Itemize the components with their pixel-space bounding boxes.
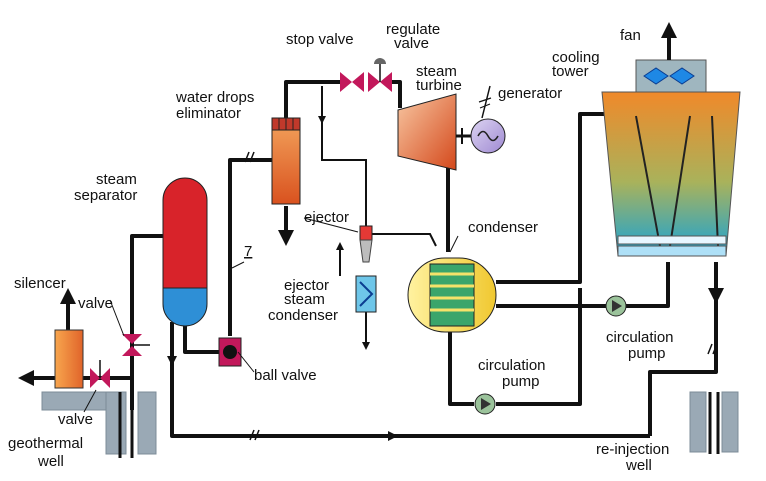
label-cooling-tower-2: tower	[552, 63, 589, 80]
generator	[456, 85, 506, 154]
label-regulate-valve-2: valve	[394, 35, 429, 52]
label-cooling-tower-1: cooling	[552, 49, 600, 66]
ball-valve	[218, 337, 242, 367]
label-regulate-valve-1: regulate	[386, 21, 440, 38]
label-circulation-pump-bottom-1: circulation	[478, 357, 546, 374]
label-circulation-pump-right-2: pump	[628, 345, 666, 362]
ejector-steam-condenser	[355, 275, 377, 313]
label-steam-turbine-2: turbine	[416, 77, 462, 94]
label-geothermal-well-2: well	[37, 453, 64, 470]
labels: stop valve regulate valve steam turbine …	[8, 21, 674, 474]
label-ejector-steam-condenser-3: condenser	[268, 307, 338, 324]
pipe-break-marks	[244, 151, 718, 441]
flow-arrows	[167, 356, 398, 441]
circulation-pump-bottom	[474, 393, 496, 415]
label-water-drops-eliminator-1: water drops	[175, 89, 254, 106]
fan	[643, 22, 695, 85]
water-drops-eliminator	[271, 117, 301, 205]
label-valve-bottom: valve	[58, 411, 93, 428]
label-reinjection-well-2: well	[625, 457, 652, 474]
condenser	[407, 257, 497, 333]
label-condenser: condenser	[468, 219, 538, 236]
silencer-valve	[90, 360, 110, 388]
label-fan: fan	[620, 27, 641, 44]
label-ball-valve: ball valve	[254, 367, 317, 384]
label-steam-separator-1: steam	[96, 171, 137, 188]
well-valve	[122, 334, 150, 356]
stop-valve	[340, 72, 364, 92]
label-circulation-pump-right-1: circulation	[606, 329, 674, 346]
steam-turbine	[397, 93, 457, 171]
steam-separator	[162, 177, 208, 327]
circulation-pump-right	[605, 295, 627, 317]
label-ejector-steam-condenser-1: ejector	[284, 277, 329, 294]
label-circulation-pump-bottom-2: pump	[502, 373, 540, 390]
label-number-7: 7	[244, 243, 252, 260]
label-silencer: silencer	[14, 275, 66, 292]
label-steam-turbine-1: steam	[416, 63, 457, 80]
leader-lines	[83, 217, 459, 413]
cooling-tower	[601, 59, 741, 257]
label-ejector-steam-condenser-2: steam	[284, 291, 325, 308]
label-geothermal-well-1: geothermal	[8, 435, 83, 452]
label-ejector: ejector	[304, 209, 349, 226]
reinjection-well	[689, 391, 739, 454]
label-steam-separator-2: separator	[74, 187, 137, 204]
label-water-drops-eliminator-2: eliminator	[176, 105, 241, 122]
silencer	[54, 329, 84, 389]
label-generator: generator	[498, 85, 562, 102]
ejector	[359, 225, 373, 263]
label-reinjection-well-1: re-injection	[596, 441, 669, 458]
label-stop-valve: stop valve	[286, 31, 354, 48]
label-valve-top: valve	[78, 295, 113, 312]
regulate-valve	[368, 58, 392, 92]
